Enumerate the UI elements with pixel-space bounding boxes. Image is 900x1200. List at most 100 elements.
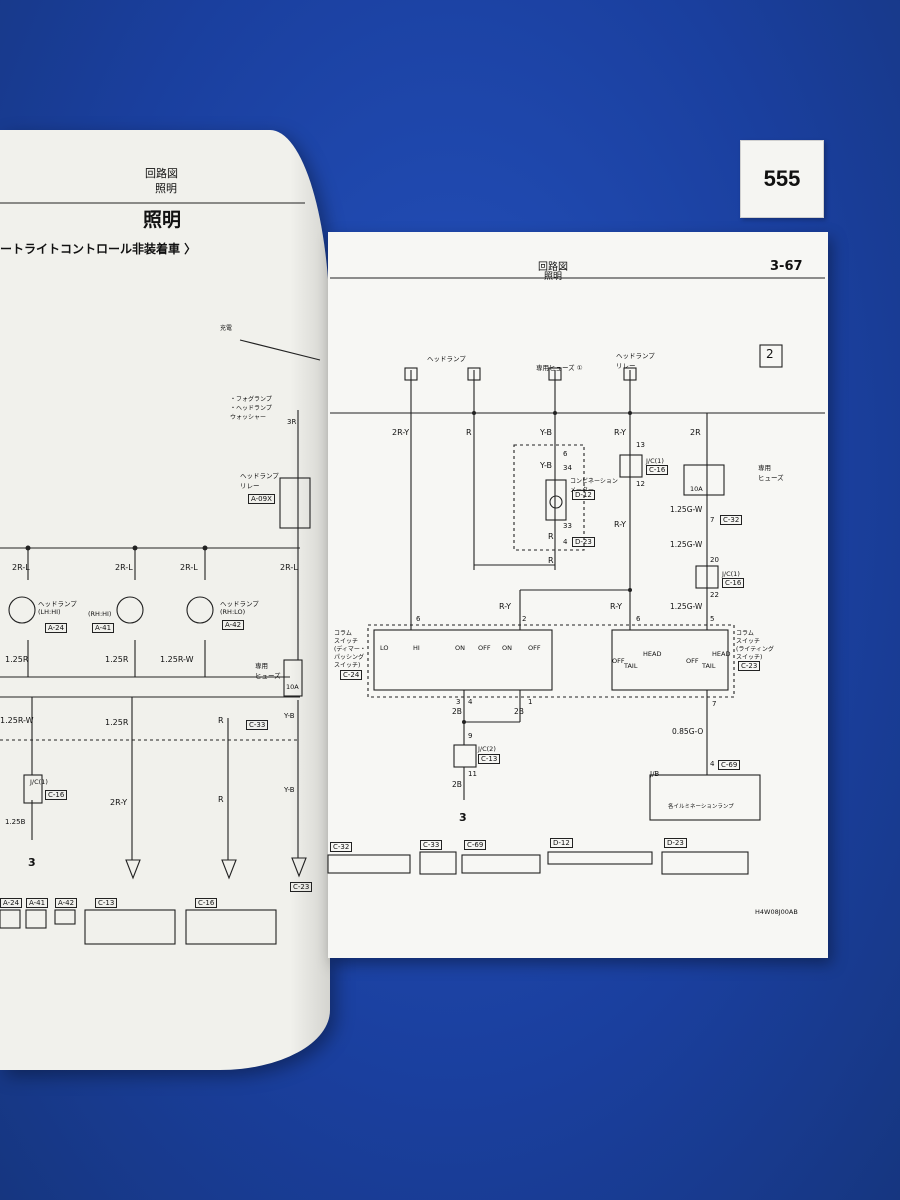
wire-r-right-1: R	[466, 428, 472, 437]
wire-125r-1: 1.25R	[5, 655, 29, 664]
pin-9-jc2: 9	[468, 732, 473, 740]
wire-085go: 0.85G-O	[672, 727, 704, 736]
connector-c33-bottom: C-33	[420, 840, 443, 850]
fog-washer-note: ・フォグランプ ・ヘッドランプ ウォッシャー	[230, 396, 272, 421]
wire-yb-left-1: Y-B	[284, 712, 295, 720]
right-header-lighting: 照明	[544, 272, 563, 282]
left-page-subtitle: ートライトコントロール非装着車 〉	[0, 242, 197, 256]
wire-r-meter-2: R	[548, 556, 554, 565]
dedicated-fuse-right: 専用 ヒューズ	[758, 464, 784, 482]
wire-125gw-1: 1.25G-W	[670, 505, 703, 514]
switch-tail-2: TAIL	[702, 662, 716, 670]
wire-125r-3: 1.25R	[105, 718, 129, 727]
connector-c32-bottom: C-32	[330, 842, 353, 852]
pin-22-jc: 22	[710, 591, 719, 599]
illumination-lamp-label: 各イルミネーションランプ	[668, 804, 734, 810]
pin-4-dimmer: 4	[468, 698, 473, 706]
pin-11-jc2: 11	[468, 770, 477, 778]
wire-yb-right-1: Y-B	[540, 428, 553, 437]
dedicated-fuse-label: 専用 ヒューズ	[255, 662, 281, 680]
pin-33-meter: 33	[563, 522, 572, 530]
connector-a42-bottom: A-42	[55, 898, 78, 908]
pin-2-dimmer: 2	[522, 615, 527, 623]
wire-2rl-4: 2R-L	[280, 563, 298, 572]
item-number-tag: 555	[740, 140, 824, 218]
left-header-lighting: 照明	[155, 182, 177, 195]
wire-2ry-left: 2R-Y	[110, 798, 128, 807]
jb-label: J/B	[650, 770, 660, 778]
wire-r-meter: R	[548, 532, 554, 541]
wire-r-left-2: R	[218, 795, 224, 804]
dedicated-fuse1-label: 専用ヒューズ ①	[536, 364, 583, 372]
pin-6-meter: 6	[563, 450, 568, 458]
wire-125gw-2: 1.25G-W	[670, 540, 703, 549]
connector-d23-bottom: D-23	[664, 838, 687, 848]
jc2-label: J/C(2)	[478, 745, 496, 753]
connector-c32-right: C-32	[720, 515, 743, 525]
wire-125rw-2: 1.25R-W	[0, 716, 34, 725]
pin-12-jc: 12	[636, 480, 645, 488]
headlamp-label-right: ヘッドランプ	[427, 355, 466, 363]
jc1-left: J/C(1)	[30, 778, 48, 786]
section-box-number: 2	[766, 347, 774, 361]
connector-a42: A-42	[222, 620, 245, 630]
wire-ry-right-1: R-Y	[614, 428, 627, 437]
wire-ry-right-2: R-Y	[614, 520, 627, 529]
connector-c33-left: C-33	[246, 720, 269, 730]
wire-2rl-1: 2R-L	[12, 563, 30, 572]
connector-a24: A-24	[45, 623, 68, 633]
left-header-circuit: 回路図	[145, 167, 178, 180]
connector-c23-left: C-23	[290, 882, 313, 892]
wire-2ry-right: 2R-Y	[392, 428, 410, 437]
left-page-title: 照明	[143, 209, 182, 231]
right-header-circuit: 回路図	[538, 262, 568, 273]
pin-4-c69: 4	[710, 760, 715, 768]
connector-c16-bottom: C-16	[195, 898, 218, 908]
connector-c16-left: C-16	[45, 790, 68, 800]
connector-c13-right: C-13	[478, 754, 501, 764]
fuse-10a-left: 10A	[286, 683, 299, 691]
connector-c23-right: C-23	[738, 661, 761, 671]
wire-2rl-2: 2R-L	[115, 563, 133, 572]
pin-4-meter: 4	[563, 538, 568, 546]
page-number: 3-67	[770, 259, 803, 274]
switch-hi: HI	[413, 644, 420, 652]
connector-c24: C-24	[340, 670, 363, 680]
connector-d12: D-12	[572, 490, 595, 500]
connector-c69-right: C-69	[718, 760, 741, 770]
connector-c69-bottom: C-69	[464, 840, 487, 850]
wire-2b-2: 2B	[514, 707, 524, 716]
wire-3r: 3R	[287, 418, 297, 426]
pin-6-dimmer: 6	[416, 615, 421, 623]
pin-3-dimmer: 3	[456, 698, 461, 706]
charging-label: 充電	[220, 325, 233, 332]
wire-yb-left-2: Y-B	[284, 786, 295, 794]
headlamp-rh-lo-label: ヘッドランプ (RH:LO)	[220, 600, 259, 616]
switch-head-2: HEAD	[712, 650, 731, 658]
connector-c16-right-bottom: C-16	[722, 578, 745, 588]
footer-drawing-code: H4W08J00AB	[755, 908, 798, 916]
switch-tail-1: TAIL	[624, 662, 638, 670]
wire-yb-right-2: Y-B	[540, 461, 553, 470]
switch-lo: LO	[380, 644, 389, 652]
ground-3-right: 3	[459, 811, 467, 824]
ground-3-left: 3	[28, 856, 36, 869]
pin-20-jc: 20	[710, 556, 719, 564]
pin-7-lighting: 7	[712, 700, 717, 708]
wire-125r-2: 1.25R	[105, 655, 129, 664]
wire-ry-right-4: R-Y	[610, 602, 623, 611]
wire-2b-3: 2B	[452, 780, 462, 789]
wire-2b-1: 2B	[452, 707, 462, 716]
switch-on-2: ON	[502, 644, 512, 652]
pin-7-c32: 7	[710, 516, 715, 524]
pin-1-dimmer: 1	[528, 698, 533, 706]
fuse-10a-right: 10A	[690, 485, 703, 493]
connector-d12-bottom: D-12	[550, 838, 573, 848]
headlamp-rh-hi-label: (RH:HI)	[88, 610, 112, 618]
pin-5-lighting: 5	[710, 615, 715, 623]
jc1-right-bottom: J/C(1)	[722, 570, 740, 578]
jc1-right-top: J/C(1)	[646, 457, 664, 465]
headlamp-lh-hi-label: ヘッドランプ (LH:HI)	[38, 600, 77, 616]
switch-off-4: OFF	[686, 657, 699, 665]
